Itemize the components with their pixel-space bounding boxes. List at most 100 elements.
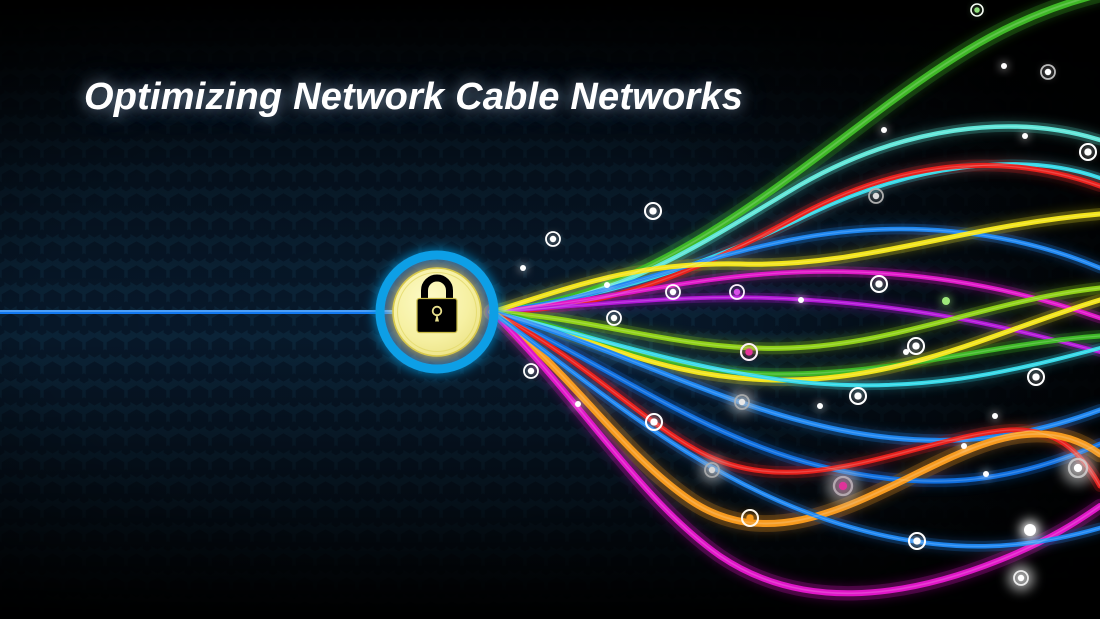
network-node[interactable]	[848, 386, 868, 406]
node-ring	[906, 336, 926, 356]
node-core	[604, 282, 610, 288]
node-core	[520, 265, 526, 271]
node-core	[1024, 524, 1036, 536]
node-core	[872, 192, 880, 200]
node-core	[1032, 373, 1040, 381]
node-ring	[644, 412, 664, 432]
cable-cable-orange-lower	[488, 308, 1100, 528]
network-node[interactable]	[868, 188, 884, 204]
network-node[interactable]	[906, 336, 926, 356]
network-node[interactable]	[644, 412, 664, 432]
node-core	[961, 443, 967, 449]
cable-cable-cyan-high	[491, 163, 1100, 313]
cable-cable-magenta-upper	[489, 269, 1100, 321]
node-core	[746, 514, 754, 522]
cable-cable-lime-wave	[489, 285, 1100, 351]
cable-cable-cyan-lower	[490, 310, 1100, 388]
network-node[interactable]	[1078, 142, 1098, 162]
padlock-keyhole-stem	[435, 313, 439, 322]
node-core	[549, 235, 557, 243]
node-ring	[665, 284, 681, 300]
cable-group	[488, 0, 1100, 597]
secure-input-line	[0, 306, 437, 318]
node-ring	[848, 386, 868, 406]
network-node[interactable]	[907, 531, 927, 551]
network-node[interactable]	[817, 403, 823, 409]
network-node[interactable]	[698, 456, 726, 484]
network-node[interactable]	[604, 282, 610, 288]
cable-cable-blue-lowwave	[491, 311, 1100, 482]
network-node[interactable]	[728, 388, 756, 416]
node-core	[669, 288, 677, 296]
network-node[interactable]	[729, 284, 745, 300]
network-node[interactable]	[1026, 367, 1046, 387]
lock-disc-inner-ring	[397, 272, 477, 352]
network-node[interactable]	[545, 231, 561, 247]
network-node[interactable]	[740, 508, 760, 528]
node-ring	[832, 475, 854, 497]
padlock-icon	[416, 274, 458, 334]
node-core	[610, 314, 618, 322]
node-core	[1044, 68, 1052, 76]
network-node[interactable]	[903, 349, 909, 355]
node-core	[1084, 148, 1092, 156]
node-core	[1073, 463, 1083, 473]
node-core	[942, 297, 950, 305]
node-ring	[523, 363, 539, 379]
node-ring	[606, 310, 622, 326]
cable-cable-purple-mid	[490, 295, 1100, 354]
network-node[interactable]	[825, 468, 861, 504]
lock-badge[interactable]	[375, 250, 499, 374]
node-core	[1017, 574, 1025, 582]
node-ring	[907, 531, 927, 551]
cable-cable-green-wave	[491, 311, 1100, 375]
padlock-shackle	[421, 274, 453, 303]
network-node[interactable]	[665, 284, 681, 300]
cable-cable-blue-mid	[491, 311, 1100, 441]
node-ring	[545, 231, 561, 247]
node-ring	[729, 284, 745, 300]
network-node[interactable]	[961, 443, 967, 449]
node-ring	[740, 508, 760, 528]
network-node[interactable]	[942, 297, 950, 305]
network-node[interactable]	[869, 274, 889, 294]
node-core	[798, 297, 804, 303]
network-node[interactable]	[1040, 64, 1056, 80]
network-node[interactable]	[523, 363, 539, 379]
cable-cable-purple-mid	[491, 296, 1100, 353]
cable-cable-blue-upper	[489, 226, 1100, 315]
network-node[interactable]	[881, 127, 887, 133]
node-ring	[704, 462, 720, 478]
network-node[interactable]	[520, 265, 526, 271]
node-ring	[739, 342, 759, 362]
network-node[interactable]	[983, 471, 989, 477]
node-core	[708, 466, 716, 474]
network-node-group	[520, 3, 1098, 592]
node-ring	[643, 201, 663, 221]
network-node[interactable]	[575, 401, 581, 407]
node-core	[817, 403, 823, 409]
network-node[interactable]	[606, 310, 622, 326]
node-core	[913, 537, 921, 545]
cable-cable-blue-bottom	[491, 311, 1100, 547]
node-core	[527, 367, 535, 375]
cable-cable-turquoise-arc	[491, 125, 1100, 313]
node-core	[974, 7, 980, 13]
network-node[interactable]	[1022, 133, 1028, 139]
node-core	[983, 471, 989, 477]
cable-cable-yellow-lower	[491, 299, 1100, 381]
cable-cable-orange-lower	[491, 311, 1100, 525]
network-node[interactable]	[1001, 63, 1007, 69]
network-node[interactable]	[643, 201, 663, 221]
network-node[interactable]	[798, 297, 804, 303]
network-node[interactable]	[992, 413, 998, 419]
node-core	[745, 348, 753, 356]
network-node[interactable]	[1018, 518, 1042, 542]
network-node[interactable]	[1007, 564, 1035, 592]
network-node[interactable]	[739, 342, 759, 362]
network-node[interactable]	[1060, 450, 1096, 486]
cable-cable-blue-upper	[491, 228, 1100, 313]
network-node[interactable]	[970, 3, 984, 17]
node-core	[992, 413, 998, 419]
